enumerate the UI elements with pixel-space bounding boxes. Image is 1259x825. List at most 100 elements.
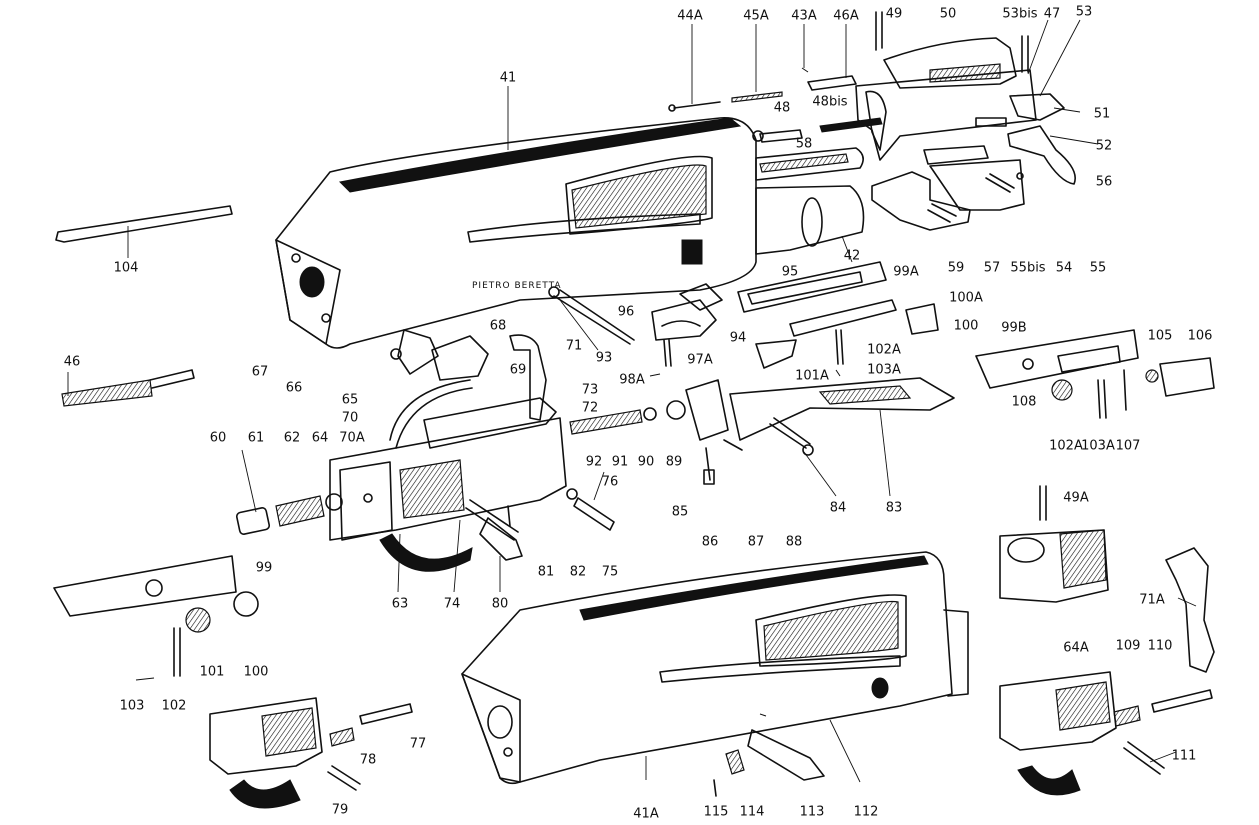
label-82: 82 — [569, 564, 587, 580]
label-90: 90 — [637, 454, 655, 470]
label-73: 73 — [581, 382, 599, 398]
part-99 — [53, 555, 259, 681]
hammer-group — [389, 329, 557, 449]
label-52: 52 — [1095, 138, 1113, 154]
part-104 — [55, 205, 233, 243]
leader-lines — [67, 19, 1197, 783]
label-83: 83 — [885, 500, 903, 516]
label-49: 49 — [885, 6, 903, 22]
magazine-tube-42 — [755, 147, 865, 255]
label-91: 91 — [611, 454, 629, 470]
label-114: 114 — [739, 804, 765, 820]
label-92: 92 — [585, 454, 603, 470]
label-88: 88 — [785, 534, 803, 550]
label-84: 84 — [829, 500, 847, 516]
label-69: 69 — [509, 362, 527, 378]
label-100a: 100A — [949, 290, 983, 306]
label-106: 106 — [1187, 328, 1213, 344]
label-65: 65 — [341, 392, 359, 408]
label-56: 56 — [1095, 174, 1113, 190]
carrier-83 — [685, 377, 955, 485]
label-107: 107 — [1115, 438, 1141, 454]
bolt-group — [668, 11, 1076, 185]
label-41: 41 — [499, 70, 517, 86]
label-115: 115 — [703, 804, 729, 820]
label-108: 108 — [1011, 394, 1037, 410]
label-45a: 45A — [743, 8, 769, 24]
label-71: 71 — [565, 338, 583, 354]
label-64: 64 — [311, 430, 329, 446]
label-43a: 43A — [791, 8, 817, 24]
label-46: 46 — [63, 354, 81, 370]
label-103: 103 — [119, 698, 145, 714]
label-85: 85 — [671, 504, 689, 520]
trigger-parts-upper — [548, 261, 939, 345]
label-41a: 41A — [633, 806, 659, 822]
label-101a: 101A — [795, 368, 829, 384]
label-112: 112 — [853, 804, 879, 820]
label-110: 110 — [1147, 638, 1173, 654]
label-102: 102 — [161, 698, 187, 714]
label-46a: 46A — [833, 8, 859, 24]
label-105: 105 — [1147, 328, 1173, 344]
label-51: 51 — [1093, 106, 1111, 122]
small-pins — [649, 329, 844, 377]
label-93: 93 — [595, 350, 613, 366]
receiver-41a — [461, 551, 969, 785]
label-75: 75 — [601, 564, 619, 580]
label-66: 66 — [285, 380, 303, 396]
label-104: 104 — [113, 260, 139, 276]
label-99a: 99A — [893, 264, 919, 280]
label-53: 53 — [1075, 4, 1093, 20]
label-60: 60 — [209, 430, 227, 446]
part-71a — [1165, 547, 1215, 673]
label-70a: 70A — [339, 430, 365, 446]
label-87: 87 — [747, 534, 765, 550]
label-68: 68 — [489, 318, 507, 334]
label-59: 59 — [947, 260, 965, 276]
label-72: 72 — [581, 400, 599, 416]
label-77: 77 — [409, 736, 427, 752]
carrier-assembly — [871, 145, 1025, 231]
receiver-41: PIETRO BERETTA — [275, 117, 757, 349]
label-111: 111 — [1171, 748, 1197, 764]
label-49a: 49A — [1063, 490, 1089, 506]
label-61: 61 — [247, 430, 265, 446]
label-101: 101 — [199, 664, 225, 680]
label-57: 57 — [983, 260, 1001, 276]
label-103a-top: 103A — [867, 362, 901, 378]
label-42: 42 — [843, 248, 861, 264]
label-55: 55 — [1089, 260, 1107, 276]
label-102a: 102A — [1049, 438, 1083, 454]
pins-75-82 — [479, 488, 615, 561]
label-53bis: 53bis — [1002, 6, 1038, 22]
label-109: 109 — [1115, 638, 1141, 654]
trigger-housing — [329, 417, 567, 572]
label-96: 96 — [617, 304, 635, 320]
label-94: 94 — [729, 330, 747, 346]
label-76: 76 — [601, 474, 619, 490]
label-99b: 99B — [1001, 320, 1027, 336]
part-46 — [61, 369, 195, 407]
housing-bottom-right — [999, 671, 1213, 796]
label-74: 74 — [443, 596, 461, 612]
spring-91 — [569, 400, 686, 435]
label-54: 54 — [1055, 260, 1073, 276]
label-48: 48 — [773, 100, 791, 116]
part-99b — [975, 329, 1215, 419]
label-89: 89 — [665, 454, 683, 470]
label-97a: 97A — [687, 352, 713, 368]
label-95: 95 — [781, 264, 799, 280]
label-71a: 71A — [1139, 592, 1165, 608]
label-98a: 98A — [619, 372, 645, 388]
label-63: 63 — [391, 596, 409, 612]
label-67: 67 — [251, 364, 269, 380]
label-48bis: 48bis — [812, 94, 848, 110]
label-55bis: 55bis — [1010, 260, 1046, 276]
label-100: 100 — [243, 664, 269, 680]
label-100-top: 100 — [953, 318, 979, 334]
label-81: 81 — [537, 564, 555, 580]
label-103a: 103A — [1081, 438, 1115, 454]
